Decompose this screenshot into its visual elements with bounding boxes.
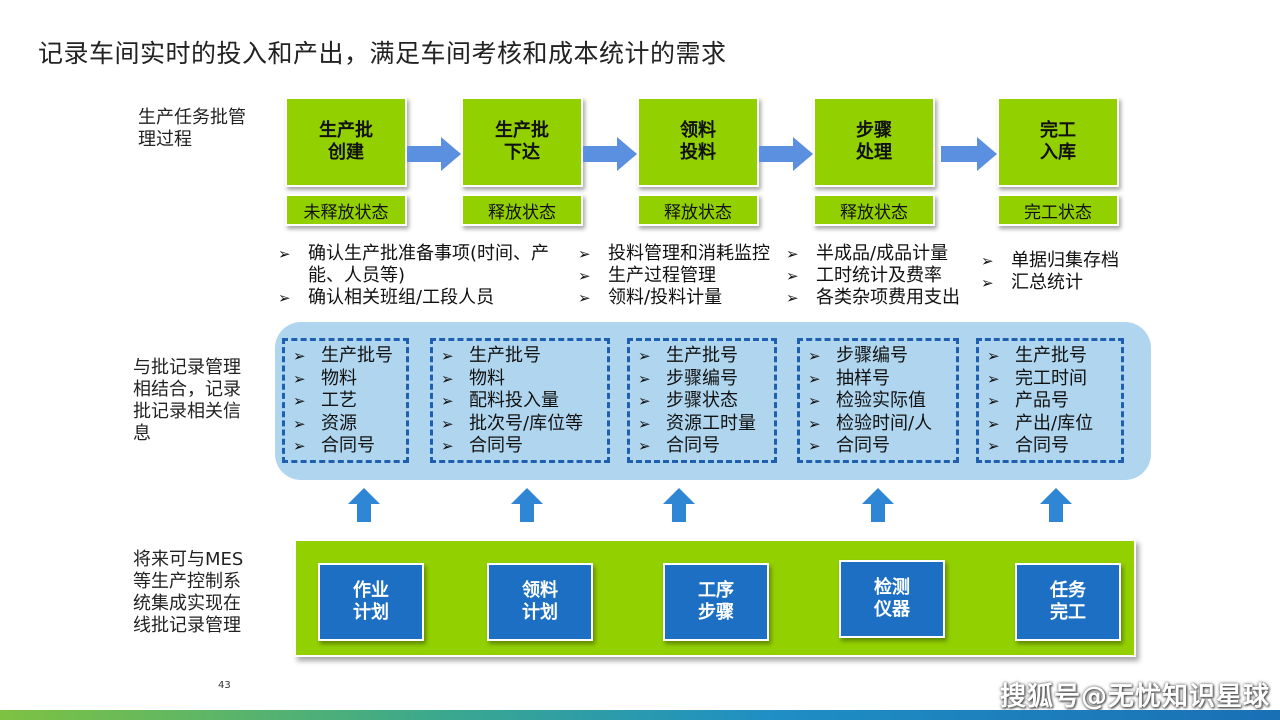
list-item: 配料投入量: [439, 390, 607, 413]
list-item: 抽样号: [806, 368, 956, 391]
list-item: 半成品/成品计量: [786, 243, 960, 265]
flow-arrow-icon: [407, 137, 461, 171]
system-box-process-step: 工序 步骤: [663, 563, 769, 641]
flow-arrow-icon: [759, 137, 813, 171]
flow-arrow-icon: [941, 137, 997, 171]
list-item: 资源: [291, 413, 406, 436]
list-item: 完工时间: [985, 368, 1121, 391]
list-item: 确认相关班组/工段人员: [278, 287, 549, 309]
row-label-records: 与批记录管理 相结合，记录 批记录相关信 息: [133, 357, 241, 444]
list-item: 汇总统计: [981, 272, 1119, 294]
record-box-material: 生产批号 步骤编号 步骤状态 资源工时量 合同号: [627, 338, 777, 463]
list-item: 物料: [439, 368, 607, 391]
list-item: 领料/投料计量: [578, 287, 770, 309]
system-box-material-plan: 领料 计划: [487, 563, 593, 641]
stage-box-release: 生产批 下达: [461, 97, 583, 187]
record-box-release: 生产批号 物料 配料投入量 批次号/库位等 合同号: [430, 338, 610, 463]
system-box-work-plan: 作业 计划: [318, 563, 424, 641]
list-item: 物料: [291, 368, 406, 391]
stage-box-create: 生产批 创建: [285, 97, 407, 187]
state-badge-material: 释放状态: [637, 194, 759, 226]
bullet-list-complete: 单据归集存档 汇总统计: [981, 250, 1119, 294]
up-arrow-icon: [862, 488, 894, 522]
list-item: 生产批号: [291, 345, 406, 368]
stage-box-complete: 完工 入库: [997, 97, 1119, 187]
record-box-create: 生产批号 物料 工艺 资源 合同号: [282, 338, 409, 463]
list-item: 合同号: [985, 435, 1121, 458]
system-box-task-complete: 任务 完工: [1015, 563, 1121, 641]
row-label-process: 生产任务批管 理过程: [138, 107, 246, 150]
list-item: 步骤状态: [636, 390, 774, 413]
list-item: 合同号: [439, 435, 607, 458]
up-arrow-icon: [511, 488, 543, 522]
list-item: 工时统计及费率: [786, 265, 960, 287]
footer-gradient-bar: [0, 710, 1280, 720]
system-box-instrument: 检测 仪器: [839, 560, 945, 638]
list-item: 生产过程管理: [578, 265, 770, 287]
list-item: 合同号: [636, 435, 774, 458]
bullet-list-material: 投料管理和消耗监控 生产过程管理 领料/投料计量: [578, 243, 770, 309]
list-item: 各类杂项费用支出: [786, 287, 960, 309]
list-item: 产品号: [985, 390, 1121, 413]
list-item: 生产批号: [985, 345, 1121, 368]
record-box-step: 步骤编号 抽样号 检验实际值 检验时间/人 合同号: [797, 338, 959, 463]
state-badge-release: 释放状态: [461, 194, 583, 226]
list-item: 步骤编号: [636, 368, 774, 391]
list-item: 生产批号: [439, 345, 607, 368]
page-title: 记录车间实时的投入和产出，满足车间考核和成本统计的需求: [38, 39, 727, 68]
list-item: 批次号/库位等: [439, 413, 607, 436]
list-item: 生产批号: [636, 345, 774, 368]
list-item: 确认生产批准备事项(时间、产: [278, 243, 549, 265]
list-item: 产出/库位: [985, 413, 1121, 436]
up-arrow-icon: [1040, 488, 1072, 522]
watermark: 搜狐号@无忧知识星球: [1000, 682, 1271, 712]
state-badge-complete: 完工状态: [997, 194, 1119, 226]
list-item: 检验实际值: [806, 390, 956, 413]
list-item: 合同号: [806, 435, 956, 458]
list-item-text: 能、人员等): [308, 265, 406, 286]
up-arrow-icon: [348, 488, 380, 522]
up-arrow-icon: [663, 488, 695, 522]
list-item: 步骤编号: [806, 345, 956, 368]
record-box-complete: 生产批号 完工时间 产品号 产出/库位 合同号: [976, 338, 1124, 463]
state-badge-step: 释放状态: [813, 194, 935, 226]
list-item: 检验时间/人: [806, 413, 956, 436]
row-label-mes: 将来可与MES 等生产控制系 统集成实现在 线批记录管理: [133, 549, 244, 636]
list-item: 资源工时量: [636, 413, 774, 436]
stage-box-step: 步骤 处理: [813, 97, 935, 187]
bullet-list-create: 确认生产批准备事项(时间、产 能、人员等) 确认相关班组/工段人员: [278, 243, 549, 309]
stage-box-material: 领料 投料: [637, 97, 759, 187]
list-item: 单据归集存档: [981, 250, 1119, 272]
flow-arrow-icon: [583, 137, 637, 171]
state-badge-create: 未释放状态: [285, 194, 407, 226]
bullet-list-step: 半成品/成品计量 工时统计及费率 各类杂项费用支出: [786, 243, 960, 309]
list-item: 工艺: [291, 390, 406, 413]
page-number: 43: [218, 680, 231, 691]
list-item-continuation: 能、人员等): [278, 265, 549, 287]
list-item: 投料管理和消耗监控: [578, 243, 770, 265]
list-item: 合同号: [291, 435, 406, 458]
